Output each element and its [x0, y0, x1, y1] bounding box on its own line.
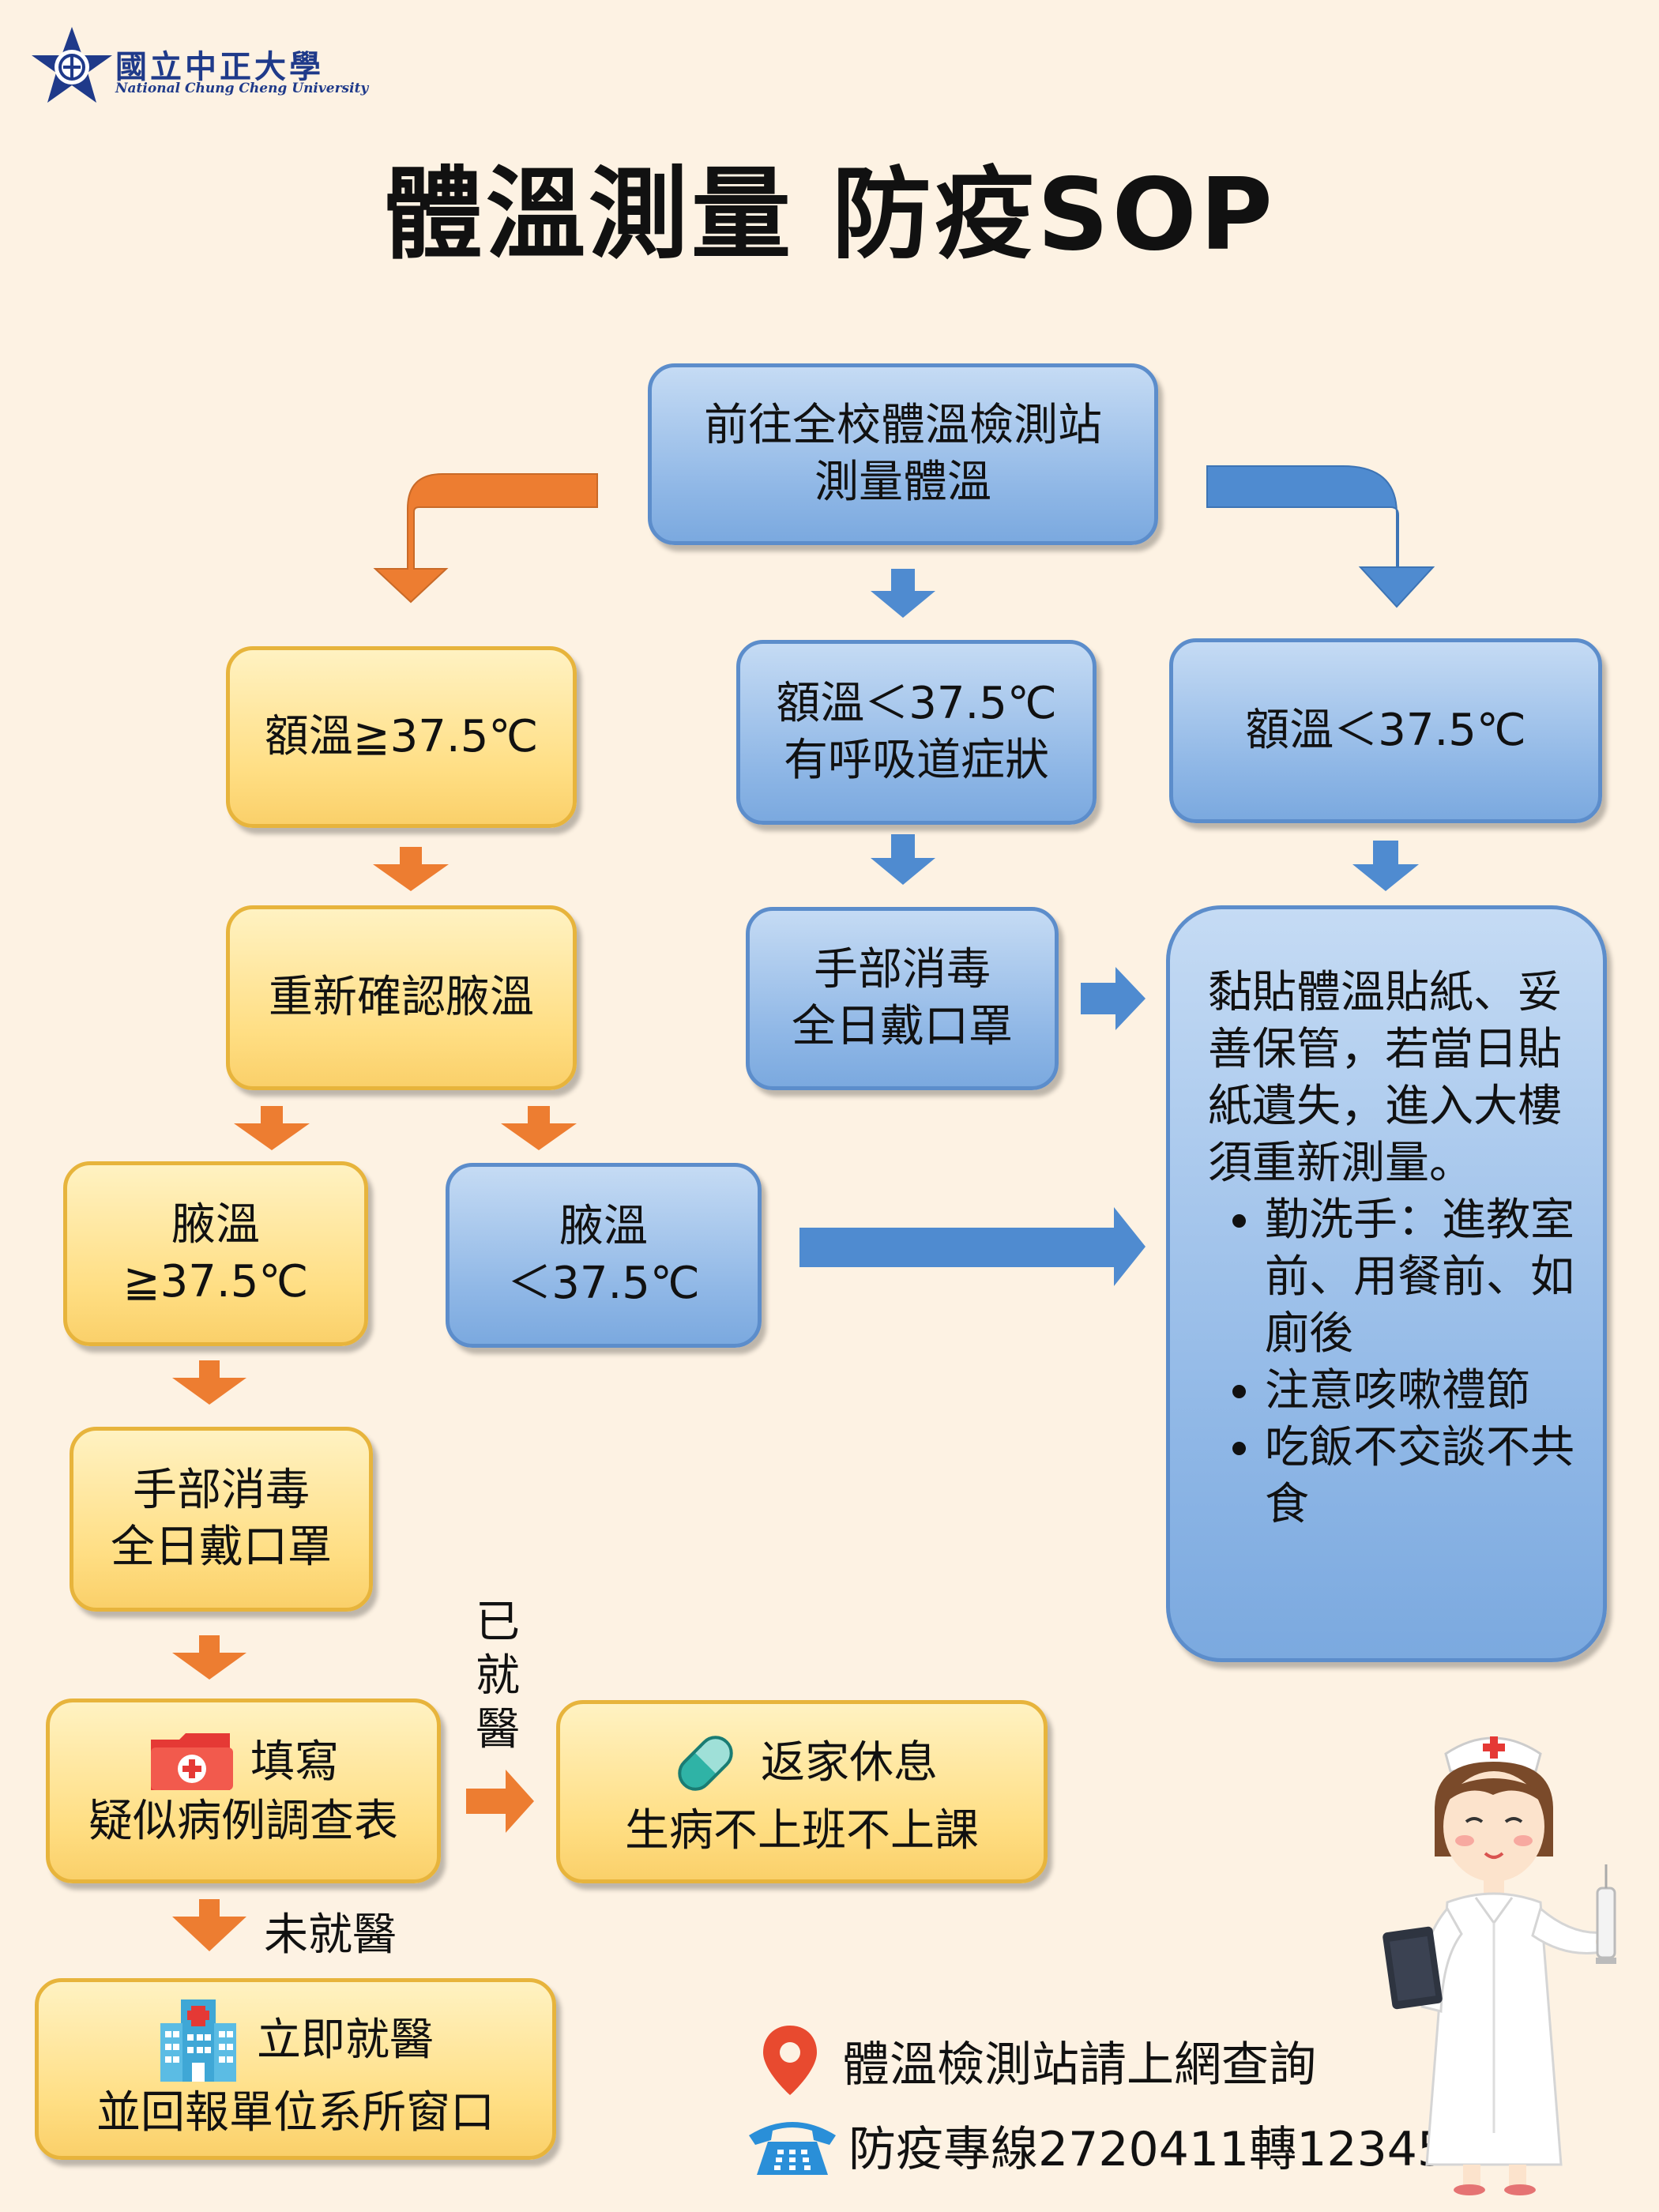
- rest-title-row: 返家休息: [666, 1724, 938, 1803]
- axil-high-box: 腋溫 ≧37.5℃: [63, 1161, 368, 1346]
- fill-form-line2: 疑似病例調查表: [88, 1796, 398, 1847]
- hotline-row: 防疫專線2720411轉12345: [746, 2111, 1447, 2180]
- school-logo: [28, 24, 329, 111]
- forehead-low-symptom-line1: 額溫＜37.5℃: [776, 678, 1057, 729]
- bullet-cough-etiquette: 注意咳嗽禮節: [1265, 1363, 1579, 1420]
- recheck-box: 重新確認腋溫: [226, 905, 577, 1090]
- disinfect-mid-box: 手部消毒 全日戴口罩: [746, 907, 1059, 1090]
- axil-low-box: 腋溫 ＜37.5℃: [446, 1163, 762, 1348]
- forehead-low-symptom-line2: 有呼吸道症狀: [784, 735, 1049, 786]
- forehead-high-label: 額溫≧37.5℃: [264, 711, 539, 762]
- forehead-low-box: 額溫＜37.5℃: [1169, 638, 1602, 823]
- fill-form-box: 填寫 疑似病例調查表: [46, 1698, 441, 1883]
- disinfect-left-box: 手部消毒 全日戴口罩: [70, 1427, 373, 1612]
- hotline-text: 防疫專線2720411轉12345: [848, 2122, 1448, 2177]
- rest-line2: 生病不上班不上課: [625, 1805, 979, 1856]
- fill-form-title-row: 填寫: [148, 1732, 339, 1793]
- orange-curved-arrow: [373, 473, 598, 604]
- forehead-low-symptom-box: 額溫＜37.5℃ 有呼吸道症狀: [736, 640, 1097, 825]
- axil-low-line2: ＜37.5℃: [507, 1258, 700, 1309]
- disinfect-mid-line1: 手部消毒: [814, 944, 991, 995]
- rest-box: 返家休息 生病不上班不上課: [556, 1700, 1048, 1883]
- forehead-high-box: 額溫≧37.5℃: [226, 646, 577, 828]
- station-info-row: 體溫檢測站請上網查詢: [758, 2022, 1316, 2098]
- blue-curved-arrow: [1206, 465, 1435, 608]
- axil-low-line1: 腋溫: [559, 1201, 648, 1252]
- school-logo-icon: [32, 27, 112, 103]
- logo-name: 國立中正大學: [115, 48, 324, 85]
- hospital-icon: [160, 1999, 236, 2082]
- page-title: 體溫測量 防疫SOP: [382, 156, 1277, 273]
- right-panel-intro: 黏貼體溫貼紙、妥善保管，若當日貼紙遺失，進入大樓須重新測量。: [1208, 967, 1562, 1189]
- hospital-box: 立即就醫 並回報單位系所窗口: [35, 1978, 556, 2160]
- station-info-text: 體溫檢測站請上網查詢: [842, 2037, 1316, 2093]
- orange-down-arrow: [172, 847, 577, 1951]
- telephone-icon: [749, 2121, 836, 2175]
- bullet-no-talking-meals: 吃飯不交談不共食: [1265, 1420, 1579, 1533]
- label-not-seen-doctor: 未就醫: [264, 1909, 397, 1961]
- pill-icon: [678, 1736, 733, 1791]
- blue-down-arrow: [871, 569, 1419, 891]
- blue-right-arrow: [799, 967, 1146, 1286]
- label-seen-doctor: 已就醫: [476, 1597, 520, 1755]
- axil-high-line2: ≧37.5℃: [122, 1256, 309, 1307]
- axil-high-line1: 腋溫: [171, 1199, 260, 1251]
- start-line2: 測量體溫: [814, 457, 991, 508]
- logo-english-name: National Chung Cheng University: [115, 81, 369, 96]
- recheck-label: 重新確認腋溫: [269, 972, 534, 1023]
- hospital-line2: 並回報單位系所窗口: [96, 2087, 495, 2139]
- fill-form-line1: 填寫: [250, 1736, 339, 1788]
- disinfect-left-line1: 手部消毒: [133, 1465, 310, 1516]
- hospital-line1: 立即就醫: [257, 2014, 434, 2066]
- disinfect-mid-line2: 全日戴口罩: [792, 1001, 1013, 1052]
- start-line1: 前往全校體溫檢測站: [704, 400, 1102, 451]
- rest-line1: 返家休息: [761, 1737, 938, 1789]
- orange-right-arrow: [466, 1770, 534, 1833]
- start-box: 前往全校體溫檢測站 測量體溫: [648, 363, 1158, 545]
- right-panel-bullets: 勤洗手：進教室前、用餐前、如廁後 注意咳嗽禮節 吃飯不交談不共食: [1208, 1192, 1579, 1533]
- folder-plus-icon: [151, 1733, 233, 1790]
- right-info-panel: 黏貼體溫貼紙、妥善保管，若當日貼紙遺失，進入大樓須重新測量。 勤洗手：進教室前、…: [1166, 905, 1607, 1662]
- hospital-title-row: 立即就醫: [157, 1996, 434, 2085]
- forehead-low-label: 額溫＜37.5℃: [1245, 705, 1526, 756]
- location-pin-icon: [763, 2026, 817, 2095]
- nurse-illustration: [1382, 1736, 1616, 2195]
- disinfect-left-line2: 全日戴口罩: [111, 1522, 332, 1573]
- bullet-hand-washing: 勤洗手：進教室前、用餐前、如廁後: [1265, 1192, 1579, 1363]
